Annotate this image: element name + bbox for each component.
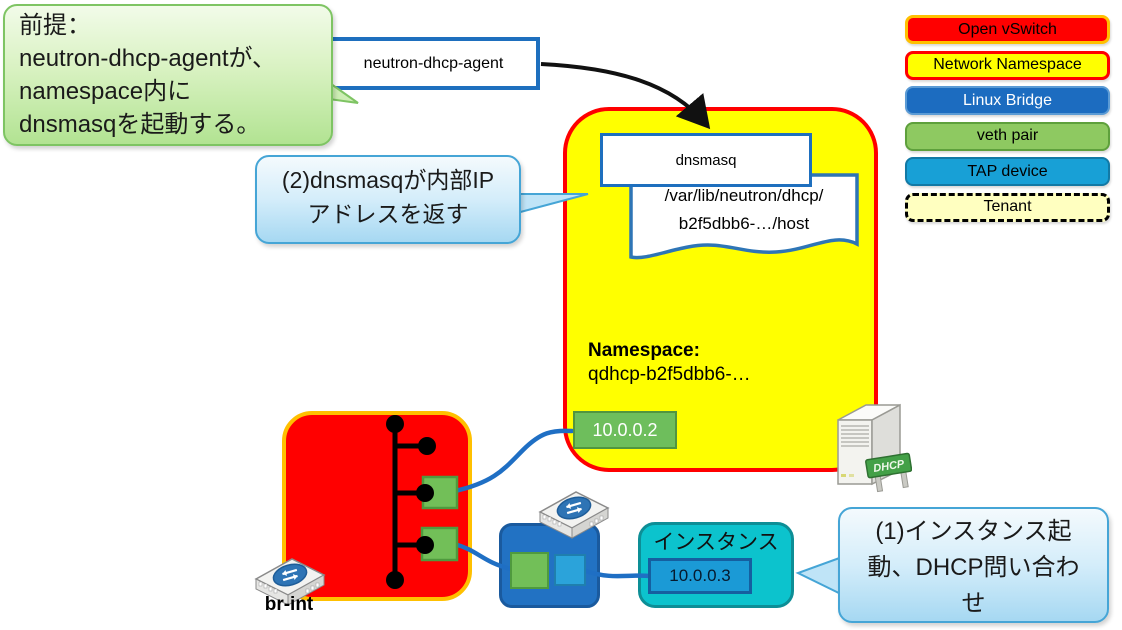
namespace-name: qdhcp-b2f5dbb6-… bbox=[588, 364, 751, 385]
neutron-dhcp-agent-box: neutron-dhcp-agent bbox=[327, 37, 540, 90]
network-switch-icon bbox=[254, 558, 326, 606]
hostfile-path-line: /var/lib/neutron/dhcp/ bbox=[664, 186, 824, 205]
legend-label: Tenant bbox=[983, 198, 1032, 215]
legend-item-tenant: Tenant bbox=[905, 192, 1110, 222]
callout-line: せ bbox=[961, 590, 986, 617]
legend-label: Network Namespace bbox=[933, 56, 1082, 73]
legend-item-tap-device: TAP device bbox=[905, 157, 1110, 186]
callout-line: 前提： bbox=[19, 12, 91, 39]
legend: Open vSwitch Network Namespace Linux Bri… bbox=[905, 15, 1110, 228]
callout-line: (1)インスタンス起 bbox=[875, 518, 1072, 545]
legend-item-linux-bridge: Linux Bridge bbox=[905, 86, 1110, 115]
neutron-dhcp-agent-label: neutron-dhcp-agent bbox=[363, 54, 504, 72]
veth-to-dhcp-ip-link bbox=[452, 428, 575, 494]
legend-label: Open vSwitch bbox=[958, 20, 1057, 38]
dhcp-ip-label: 10.0.0.2 bbox=[592, 419, 658, 440]
br-int-label: br-int bbox=[264, 594, 314, 615]
callout-line: (2)dnsmasqが内部IP bbox=[281, 167, 495, 193]
callout-line: 動、DHCP問い合わ bbox=[867, 554, 1080, 581]
veth-square-bridge bbox=[510, 552, 549, 589]
legend-label: veth pair bbox=[976, 127, 1039, 144]
step1-callout: (1)インスタンス起 動、DHCP問い合わ せ bbox=[838, 507, 1109, 623]
dhcp-sign: DHCP bbox=[865, 452, 912, 493]
premise-callout: 前提： neutron-dhcp-agentが、 namespace内に dns… bbox=[3, 4, 333, 146]
callout-line: namespace内に bbox=[19, 78, 192, 105]
legend-item-veth-pair: veth pair bbox=[905, 121, 1110, 151]
dnsmasq-label: dnsmasq bbox=[675, 151, 737, 169]
instance-ip-label: 10.0.0.3 bbox=[669, 566, 731, 585]
server-icon: DHCP bbox=[837, 403, 912, 493]
callout-line: アドレスを返す bbox=[307, 201, 469, 227]
dnsmasq-box: dnsmasq bbox=[600, 133, 812, 187]
instance-ip-box: 10.0.0.3 bbox=[648, 558, 752, 594]
dhcp-ip-box: 10.0.0.2 bbox=[573, 411, 677, 449]
hostfile-path-line: b2f5dbb6-…/host bbox=[678, 214, 810, 233]
namespace-title: Namespace: bbox=[588, 340, 700, 361]
dhcp-sign-label: DHCP bbox=[872, 458, 905, 475]
callout-line: dnsmasqを起動する。 bbox=[19, 111, 261, 138]
hostfile-path: /var/lib/neutron/dhcp/ b2f5dbb6-…/host bbox=[632, 182, 856, 238]
legend-item-network-namespace: Network Namespace bbox=[905, 50, 1110, 80]
callout-line: neutron-dhcp-agentが、 bbox=[19, 45, 277, 72]
tap-square-bridge bbox=[554, 554, 586, 586]
legend-label: Linux Bridge bbox=[963, 91, 1052, 109]
legend-item-open-vswitch: Open vSwitch bbox=[905, 15, 1110, 44]
hostfile-document-shape bbox=[629, 173, 859, 260]
instance-label: インスタンス bbox=[653, 531, 779, 554]
network-switch-icon bbox=[538, 491, 610, 539]
step2-callout: (2)dnsmasqが内部IP アドレスを返す bbox=[255, 155, 521, 244]
legend-label: TAP device bbox=[967, 162, 1048, 180]
